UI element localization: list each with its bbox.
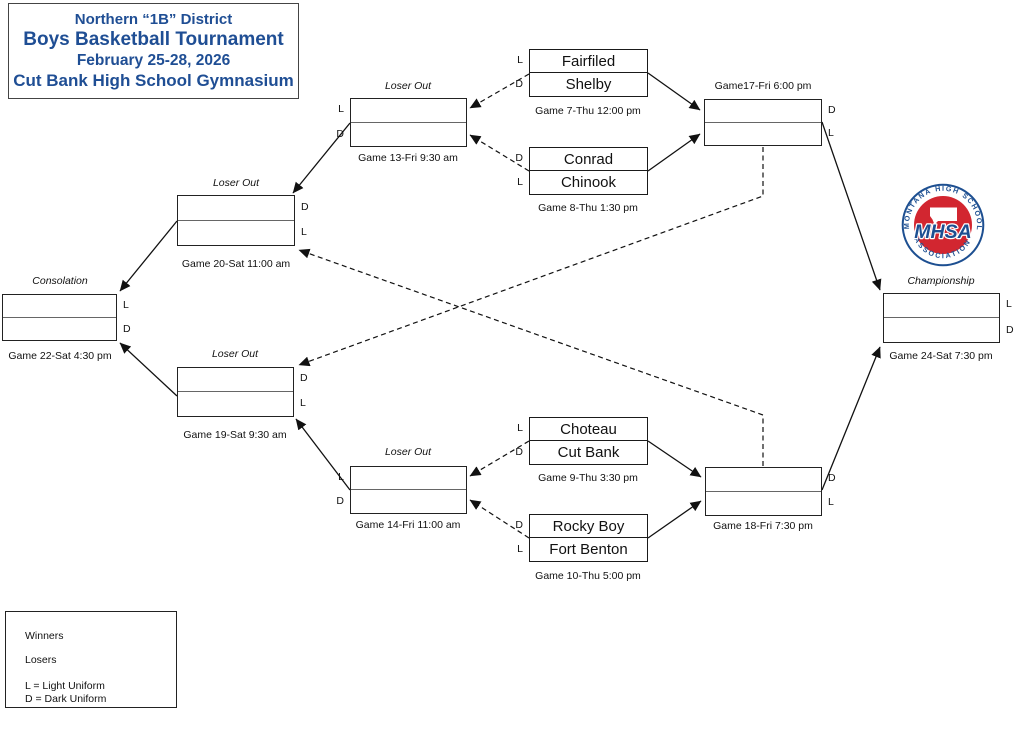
game13-caption: Game 13-Fri 9:30 am (358, 152, 458, 164)
team-choteau: Choteau (530, 418, 647, 441)
game17-bracket-box (704, 99, 822, 146)
game20-caption: Game 20-Sat 11:00 am (181, 258, 291, 270)
game20-bottom-uniform-tag: L (301, 226, 307, 238)
team-fairfiled: Fairfiled (530, 50, 647, 73)
game17-bottom-uniform-tag: L (828, 127, 834, 139)
game10-top-uniform-tag: D (515, 519, 523, 531)
team-cut-bank: Cut Bank (557, 444, 620, 461)
game24-bracket-box (883, 293, 1000, 343)
game18-bottom-slot (706, 492, 821, 516)
game22-bracket-box (2, 294, 117, 341)
game24-caption: Game 24-Sat 7:30 pm (889, 350, 993, 362)
team-conrad: Conrad (530, 148, 647, 171)
game10-bottom-uniform-tag: L (517, 543, 523, 555)
game9-teams-box: Choteau Cut Bank (529, 417, 648, 465)
game22-bottom-uniform-tag: D (123, 323, 131, 335)
game9-caption: Game 9-Thu 3:30 pm (538, 472, 638, 484)
game24-top-uniform-tag: L (1006, 298, 1012, 310)
game19-bottom-uniform-tag: L (300, 397, 306, 409)
game17-bottom-slot (705, 123, 821, 146)
game10-caption: Game 10-Thu 5:00 pm (535, 570, 641, 582)
game13-bracket-box (350, 98, 467, 147)
game17-top-slot (705, 100, 821, 123)
game9-bottom-uniform-tag: D (515, 446, 523, 458)
game13-bottom-slot (351, 123, 466, 147)
game13-top-slot (351, 99, 466, 123)
team-shelby: Shelby (565, 76, 612, 93)
game13-bottom-uniform-tag: D (336, 128, 344, 140)
tournament-name: Boys Basketball Tournament (23, 29, 284, 50)
game18-caption: Game 18-Fri 7:30 pm (713, 520, 813, 532)
game18-top-uniform-tag: D (828, 472, 836, 484)
game20-bracket-box (177, 195, 295, 246)
game17-caption: Game17-Fri 6:00 pm (714, 80, 812, 92)
game14-bracket-box (350, 466, 467, 514)
consolation-label: Consolation (32, 275, 88, 287)
district-title: Northern “1B” District (74, 11, 233, 28)
game19-top-uniform-tag: D (300, 372, 308, 384)
game19-loser-out-label: Loser Out (211, 348, 259, 360)
game13-loser-out-label: Loser Out (384, 80, 432, 92)
team-chinook: Chinook (560, 174, 617, 191)
legend-box (5, 611, 177, 708)
legend-light-uniform: L = Light Uniform (25, 680, 105, 692)
game17-top-uniform-tag: D (828, 104, 836, 116)
game19-bottom-slot (178, 392, 293, 416)
game14-bottom-slot (351, 490, 466, 513)
game20-loser-out-label: Loser Out (212, 177, 260, 189)
tournament-title-box: Northern “1B” District Boys Basketball T… (8, 3, 299, 99)
tournament-venue: Cut Bank High School Gymnasium (13, 71, 294, 90)
game18-bracket-box (705, 467, 822, 516)
game19-bracket-box (177, 367, 294, 417)
game18-bottom-uniform-tag: L (828, 496, 834, 508)
game20-top-uniform-tag: D (301, 201, 309, 213)
game22-top-slot (3, 295, 116, 318)
game9-top-uniform-tag: L (517, 422, 523, 434)
legend-winners-label: Winners (25, 630, 64, 642)
game7-top-uniform-tag: L (517, 54, 523, 66)
game22-top-uniform-tag: L (123, 299, 129, 311)
game14-loser-out-label: Loser Out (384, 446, 432, 458)
game24-bottom-slot (884, 318, 999, 342)
game13-top-uniform-tag: L (338, 103, 344, 115)
game18-top-slot (706, 468, 821, 492)
game20-top-slot (178, 196, 294, 221)
game24-top-slot (884, 294, 999, 318)
game7-teams-box: Fairfiled Shelby (529, 49, 648, 97)
logo-acronym: MHSA (914, 221, 971, 243)
legend-dark-uniform: D = Dark Uniform (25, 693, 107, 705)
game7-bottom-uniform-tag: D (515, 78, 523, 90)
team-rocky-boy: Rocky Boy (530, 515, 647, 538)
championship-label: Championship (907, 275, 975, 287)
game22-bottom-slot (3, 318, 116, 341)
game24-bottom-uniform-tag: D (1006, 324, 1014, 336)
game8-top-uniform-tag: D (515, 152, 523, 164)
game19-caption: Game 19-Sat 9:30 am (183, 429, 287, 441)
game10-teams-box: Rocky Boy Fort Benton (529, 514, 648, 562)
game14-top-slot (351, 467, 466, 490)
game14-bottom-uniform-tag: D (336, 495, 344, 507)
winner-lines (119, 72, 882, 539)
montana-state-shape (930, 207, 957, 225)
game8-teams-box: Conrad Chinook (529, 147, 648, 195)
game7-caption: Game 7-Thu 12:00 pm (535, 105, 641, 117)
legend-losers-label: Losers (25, 654, 57, 666)
game8-bottom-uniform-tag: L (517, 176, 523, 188)
game22-caption: Game 22-Sat 4:30 pm (8, 350, 112, 362)
game20-bottom-slot (178, 221, 294, 246)
game14-caption: Game 14-Fri 11:00 am (355, 519, 461, 531)
mhsa-logo: MONTANA HIGH SCHOOL ASSOCIATION MHSA (901, 183, 985, 267)
game14-top-uniform-tag: L (338, 471, 344, 483)
team-fort-benton: Fort Benton (549, 541, 628, 558)
tournament-dates: February 25-28, 2026 (76, 52, 231, 69)
game19-top-slot (178, 368, 293, 392)
loser-lines (298, 73, 764, 539)
game8-caption: Game 8-Thu 1:30 pm (538, 202, 638, 214)
